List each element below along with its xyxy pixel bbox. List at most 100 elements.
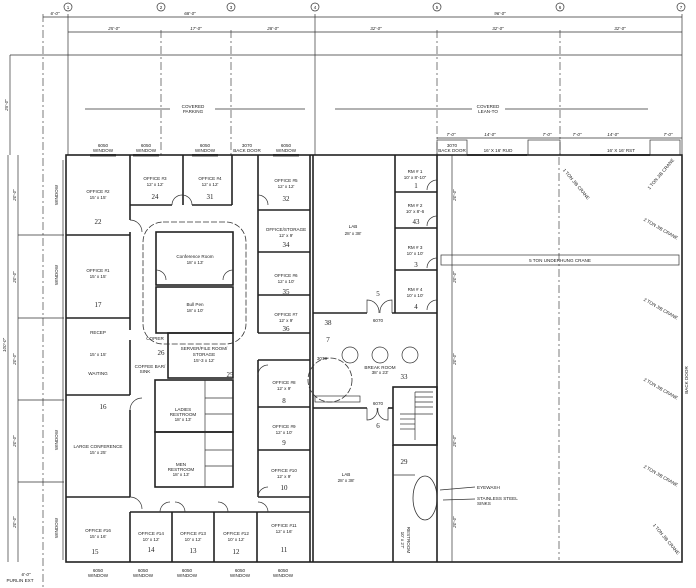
label: WINDOW [177, 573, 198, 578]
dimension-label: 7'-0" [664, 132, 673, 137]
label: 1 [414, 182, 418, 190]
label: 12' x 12' [202, 182, 219, 187]
label: 14 [148, 546, 156, 554]
dimension-label: 20'-0" [452, 189, 457, 202]
window-label: WINDOW [54, 517, 59, 538]
window-label: 6050 [98, 143, 109, 148]
shop-area: 20'-0" 20'-0" 20'-0" 20'-0" 20'-0" 5 TON… [439, 155, 689, 562]
sinks-label: STAINLESS STEEL [477, 496, 518, 501]
label: 15' x 25' [90, 450, 107, 455]
label: RECEP [90, 330, 106, 335]
dimension-label: 20'-0" [12, 435, 17, 448]
dimension-label: 20'-0" [452, 516, 457, 529]
dimension-label: 20'-0" [452, 435, 457, 448]
grid-marker: 7 [680, 5, 683, 10]
room-office-5: OFFICE #512' x 12'32 [274, 178, 298, 203]
label: 17 [95, 301, 103, 309]
label: SINK [140, 369, 152, 374]
label: 10' x 27' [400, 532, 405, 549]
label: 29 [401, 458, 409, 466]
label: 10' x 8'-6 [406, 209, 425, 214]
label: 15'-3 x 12' [194, 358, 215, 363]
label: 38' x 23' [372, 370, 389, 375]
room-office-3: OFFICE #312' x 12'24 [143, 176, 167, 201]
label: 6 [376, 422, 380, 430]
dimension-label: 14'-0" [607, 132, 619, 137]
label: 31 [207, 193, 215, 201]
label: 6050 [138, 568, 149, 573]
covered-parking-label: COVERED [182, 104, 205, 109]
window-label: WINDOW [195, 148, 216, 153]
label: 6050 [93, 568, 104, 573]
label: WAITING [88, 371, 108, 376]
revision-clouds [142, 221, 438, 521]
label: WINDOW [273, 573, 294, 578]
dimension-label: 25'-0" [107, 26, 120, 31]
label: 15' x 15' [90, 274, 107, 279]
dimension-label: 20'-0" [12, 271, 17, 284]
room-office-1: OFFICE #115' x 15'17 [86, 268, 110, 309]
label: STORAGE [193, 352, 215, 357]
dimension-label: 20'-0" [452, 353, 457, 366]
label: 10' x 12' [228, 537, 245, 542]
label: 15' x 15' [90, 195, 107, 200]
label: 36 [283, 325, 291, 333]
label: OFFICE #16 [85, 528, 111, 533]
label: OFFICE #11 [271, 523, 297, 528]
room-rm-2: RM # 210' x 8'-643 [406, 203, 425, 226]
window-label: WINDOW [136, 148, 157, 153]
label: BREAK ROOM [364, 365, 395, 370]
label: 22 [95, 218, 103, 226]
purlin-label: PURLIN EXT [6, 578, 33, 583]
label: 6070 [373, 318, 384, 323]
grid-marker: 4 [314, 5, 317, 10]
label: 11 [281, 546, 288, 554]
dimension-label: 7'-0" [543, 132, 552, 137]
dimension-label: 6'-0" [22, 572, 31, 577]
walls [62, 154, 683, 563]
label: 38 [325, 319, 333, 327]
label: OFFICE #9 [272, 424, 296, 429]
room-office-8: OFFICE #812' x 9'8 [272, 380, 296, 405]
grid-marker: 2 [160, 5, 163, 10]
jib-crane-label: 2 TON JIB CRANE [643, 297, 679, 321]
dimension-label: 32'-0" [492, 26, 504, 31]
grid-markers: 1 2 3 4 5 6 7 [63, 2, 686, 12]
label: WINDOW [230, 573, 251, 578]
label: 34 [283, 241, 291, 249]
label: 10' x 8'-10" [404, 175, 427, 180]
jib-crane-label: 2 TON JIB CRANE [643, 217, 679, 241]
label: 4 [414, 303, 418, 311]
label: OFFICE #14 [138, 531, 164, 536]
room-office-7: OFFICE #712' x 9'36 [274, 312, 298, 333]
covered-area: 25'-0" COVERED PARKING COVERED LEAN-TO 7… [4, 54, 682, 155]
door-label: 3070 [242, 143, 253, 148]
label: LARGE CONFERENCE [73, 444, 122, 449]
dimension-label: 20'-0" [452, 271, 457, 284]
room-labels: OFFICE #215' x 15'22 OFFICE #115' x 15'1… [73, 169, 426, 556]
jib-crane-label: 2 TON JIB CRANE [643, 377, 679, 401]
label: 6050 [278, 568, 289, 573]
label: MEN [176, 462, 186, 467]
dimension-label: 20'-0" [12, 516, 17, 529]
sinks-label: SINKS [477, 501, 491, 506]
label: 18' x 10' [187, 308, 204, 313]
overhead-door-label: 16' X 16' RST [607, 148, 635, 153]
label: 16 [100, 403, 108, 411]
label: 10' x 12' [143, 537, 160, 542]
label: OFFICE #12 [223, 531, 249, 536]
grid-bubble [226, 2, 236, 12]
dimension-label: 32'-0" [614, 26, 626, 31]
